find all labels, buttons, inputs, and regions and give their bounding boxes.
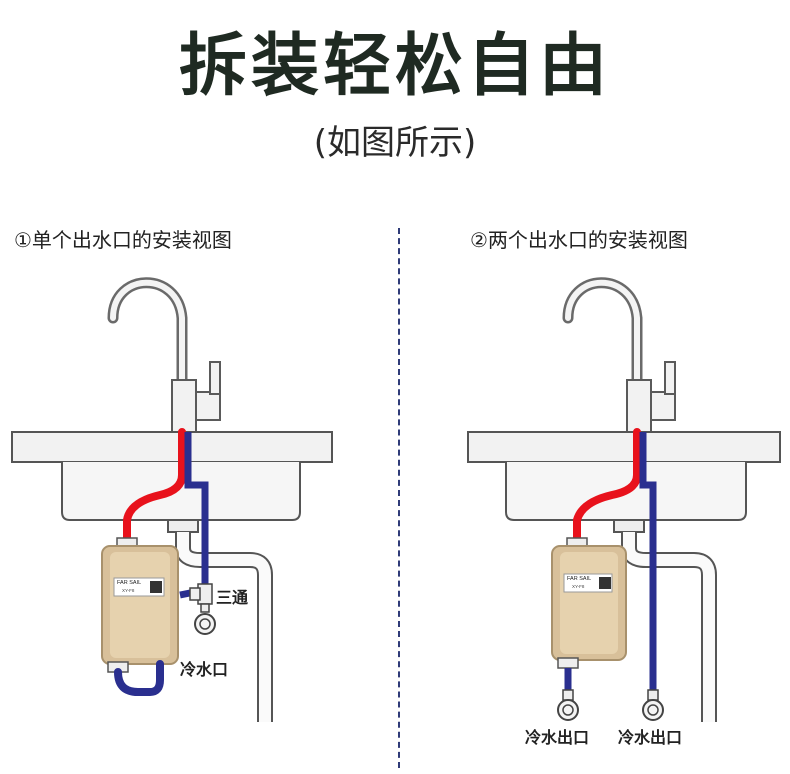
countertop: [11, 431, 333, 463]
water-heater: FAR SAIL XY-F8: [551, 537, 627, 669]
hot-water-pipe: [573, 428, 641, 544]
heater-brand: FAR SAIL: [117, 580, 141, 586]
cold-outlet-valve-right: [642, 689, 664, 721]
countertop: [467, 431, 781, 463]
faucet-spout: [107, 277, 188, 391]
faucet-body: [626, 361, 676, 433]
page-title: 拆装轻松自由: [178, 27, 611, 106]
drain-pipe: [613, 519, 717, 722]
cold-water-pipe: [184, 432, 209, 590]
heater-outlet-hose: [114, 660, 164, 696]
panel-divider: [398, 228, 400, 768]
heater-model: XY-F8: [572, 584, 585, 589]
tee-label: 三通: [216, 588, 249, 607]
cold-outlet-label: 冷水口: [180, 660, 229, 679]
page-subtitle: (如图所示): [313, 123, 477, 163]
heater-brand: FAR SAIL: [567, 576, 591, 582]
cold-outlet-valve-left: [557, 689, 579, 721]
drain-pipe: [167, 519, 273, 722]
outlet-label-left: 冷水出口: [525, 728, 590, 747]
tee-fitting: [189, 583, 213, 613]
left-panel-caption: ①单个出水口的安装视图: [14, 228, 232, 252]
cold-outlet-valve: [194, 613, 216, 635]
heater-model: XY-F8: [122, 588, 135, 593]
outlet-label-right: 冷水出口: [618, 728, 683, 747]
cold-water-pipe: [639, 432, 657, 700]
faucet-spout: [562, 277, 643, 391]
hot-water-pipe: [123, 428, 186, 544]
water-heater: FAR SAIL XY-F8: [101, 537, 179, 673]
right-panel-caption: ②两个出水口的安装视图: [470, 228, 688, 252]
left-installation-diagram: FAR SAIL XY-F8: [11, 277, 333, 722]
sink-bowl: [505, 462, 747, 521]
